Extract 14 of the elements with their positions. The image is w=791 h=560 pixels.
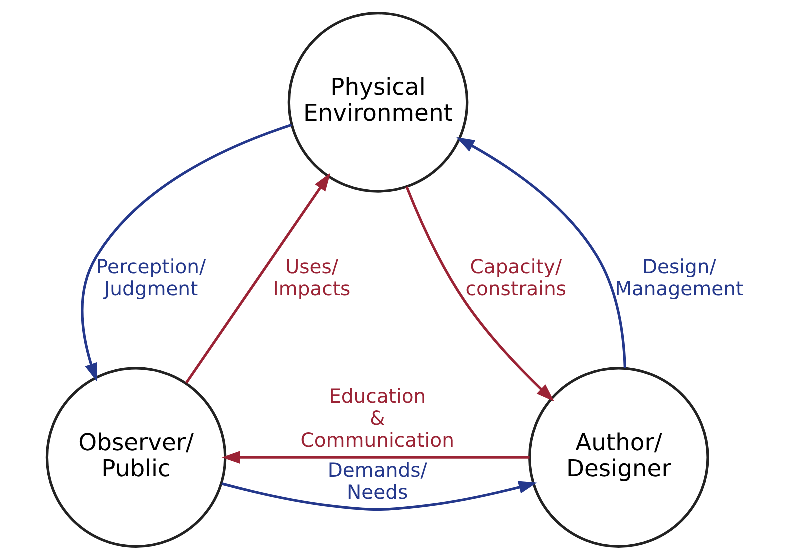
edge-label: Education & Communication <box>300 384 454 452</box>
arrow <box>185 173 331 384</box>
node-circle: Author/ Designer <box>528 367 710 548</box>
arrow <box>456 137 626 368</box>
edge-label: Perception/ Judgment <box>96 255 206 301</box>
edge-label: Capacity/ constrains <box>466 255 567 301</box>
arrow <box>222 451 530 464</box>
edge-label: Design/ Management <box>615 255 744 301</box>
arrow <box>222 481 538 511</box>
node-circle: Observer/ Public <box>46 367 227 548</box>
arrow <box>81 124 292 382</box>
arrow <box>406 186 554 402</box>
edge-label: Uses/ Impacts <box>273 255 351 301</box>
edge-label: Demands/ Needs <box>328 459 428 504</box>
